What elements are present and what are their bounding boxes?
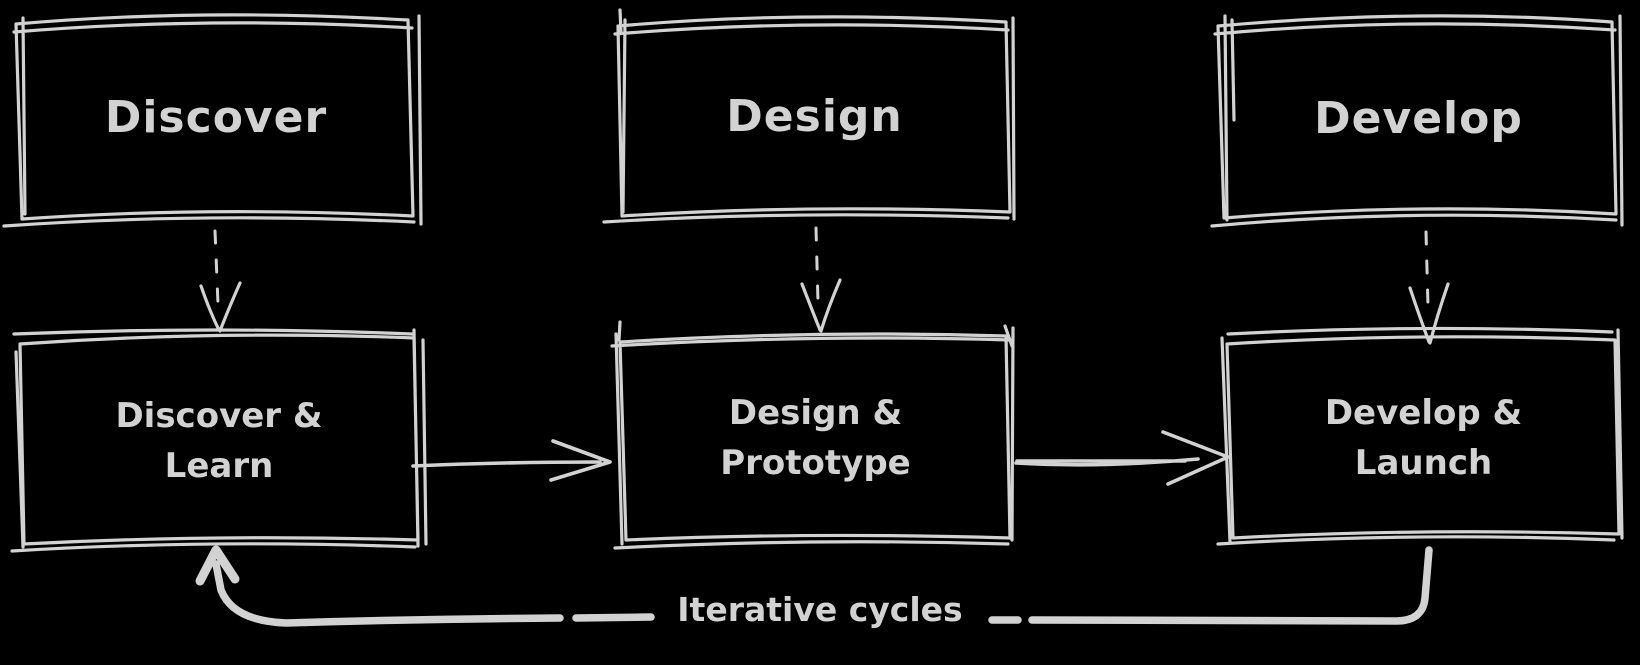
design-prototype-box-label: Design & Prototype [618, 334, 1013, 542]
arrow-design-prototype-to-develop-launch [1014, 430, 1230, 486]
sketch-stroke [610, 320, 1015, 550]
arrow-discover-to-discover-learn [199, 229, 242, 333]
discover-learn-box-label: Discover & Learn [18, 336, 420, 545]
develop-launch-box-label: Develop & Launch [1225, 336, 1622, 540]
sketch-stroke [2, 13, 423, 228]
design-box-label: Design [617, 15, 1012, 217]
design-box-label-text: Design [726, 90, 903, 142]
develop-box-outline [1210, 14, 1624, 228]
sketch-stroke [10, 328, 428, 553]
label-line-2: Prototype [720, 443, 911, 483]
iterative-cycles-label: Iterative cycles [655, 586, 985, 632]
discover-box-outline [2, 13, 423, 228]
design-box-outline [602, 8, 1016, 224]
loop-left-segment [212, 560, 655, 627]
develop-launch-box-outline [1216, 326, 1624, 546]
develop-box-label-text: Develop [1314, 92, 1523, 144]
feedback-loop-arrow [195, 545, 1433, 627]
label-line-1: Discover & [115, 395, 323, 436]
arrowhead-icon [800, 278, 842, 333]
arrow-discover-learn-to-design-prototype [411, 439, 612, 482]
sketch-stroke [602, 8, 1016, 224]
discover-box-label-text: Discover [104, 92, 328, 143]
design-prototype-box-outline [610, 320, 1015, 550]
arrowhead-icon [1408, 282, 1450, 345]
arrowhead-icon [1161, 430, 1230, 486]
solid-arrow-shaft [411, 460, 602, 468]
solid-arrow-shaft [1014, 457, 1200, 467]
dashed-arrow-shaft [814, 226, 820, 304]
label-line-2: Launch [1354, 443, 1493, 483]
sketch-stroke [1210, 14, 1624, 228]
discover-learn-box-outline [10, 328, 428, 553]
discover-box-label: Discover [17, 13, 415, 222]
arrowhead-icon [199, 281, 242, 333]
arrowhead-icon [549, 439, 612, 482]
label-line-2: Learn [164, 445, 274, 486]
loop-arrowhead-icon [195, 545, 240, 586]
sketch-stroke [1216, 326, 1624, 546]
arrow-develop-to-develop-launch [1408, 230, 1450, 345]
label-line-1: Develop & [1324, 393, 1523, 433]
arrow-design-to-design-prototype [800, 226, 842, 333]
dashed-arrow-shaft [213, 229, 220, 306]
iterative-cycles-label-text: Iterative cycles [677, 589, 963, 629]
loop-right-segment [988, 546, 1433, 625]
label-line-1: Design & [728, 393, 903, 433]
dashed-arrow-shaft [1424, 230, 1430, 308]
develop-box-label: Develop [1217, 14, 1620, 222]
